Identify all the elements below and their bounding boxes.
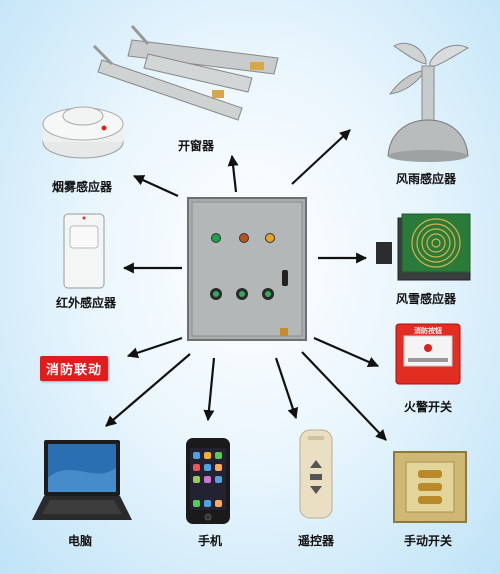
computer-image <box>32 440 132 520</box>
label-fire-alarm-switch: 火警开关 <box>403 400 453 414</box>
indicator-yellow-light <box>265 233 275 243</box>
arrow-wind-rain <box>291 129 351 185</box>
infrared-sensor-image <box>63 213 105 289</box>
wind-rain-sensor-image <box>387 42 470 162</box>
fire-alarm-box-text: 消防按钮 <box>414 327 442 335</box>
controller-box <box>187 197 307 341</box>
nameplate <box>280 328 288 336</box>
arrow-computer <box>105 353 191 427</box>
fire-alarm-switch-image <box>395 323 461 385</box>
label-phone: 手机 <box>197 534 223 548</box>
label-manual-switch: 手动开关 <box>403 534 453 548</box>
arrow-window-opener <box>227 154 239 193</box>
phone-image <box>186 438 230 524</box>
arrow-fire-alarm <box>313 336 380 368</box>
arrow-smoke-sensor <box>132 174 179 198</box>
manual-switch-image <box>393 451 467 523</box>
label-window-opener: 开窗器 <box>177 139 215 153</box>
smoke-sensor-image <box>42 106 124 159</box>
arrow-remote <box>274 357 299 420</box>
label-wind-snow-sensor: 风雪感应器 <box>395 292 457 306</box>
indicator-amber-light <box>239 233 249 243</box>
door-latch <box>282 270 288 286</box>
window-opener-image <box>92 25 279 121</box>
label-computer: 电脑 <box>67 534 93 548</box>
label-infrared-sensor: 红外感应器 <box>55 296 117 310</box>
control-buttons <box>210 288 274 300</box>
fire-linkage-badge: 消防联动 <box>40 356 109 381</box>
arrow-phone <box>203 357 216 422</box>
wind-snow-sensor-image <box>376 213 471 281</box>
arrow-fire-linkage <box>126 336 183 359</box>
label-remote: 遥控器 <box>297 534 335 548</box>
remote-image <box>299 429 333 519</box>
label-wind-rain-sensor: 风雨感应器 <box>395 172 457 186</box>
arrow-manual-switch <box>301 351 387 441</box>
indicator-green-light <box>211 233 221 243</box>
label-smoke-sensor: 烟雾感应器 <box>51 180 113 194</box>
